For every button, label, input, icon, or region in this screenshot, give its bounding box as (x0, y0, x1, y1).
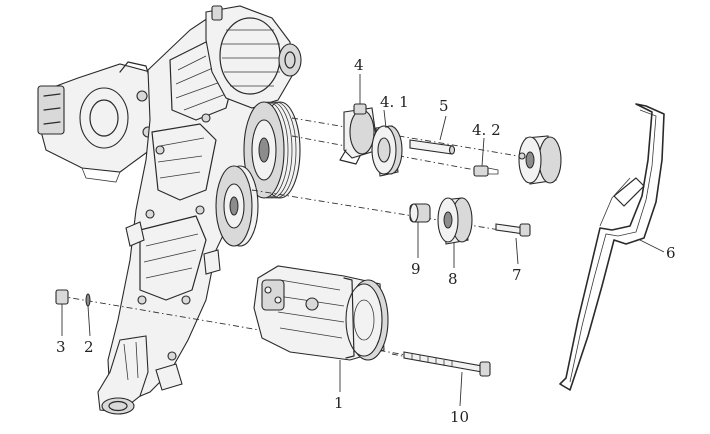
part-10-long-bolt (403, 351, 491, 377)
alternator (205, 5, 302, 109)
crankshaft-pulley (243, 101, 301, 199)
callout-9: 9 (411, 260, 421, 278)
timing-cover (107, 13, 269, 403)
part-5-shaft (409, 139, 456, 155)
part-2-washer (85, 293, 91, 307)
part-8-pulley (437, 197, 473, 245)
callout-4-2: 4. 2 (472, 121, 501, 139)
callout-8: 8 (448, 270, 458, 288)
block-idler-pulley (215, 165, 259, 247)
part-3-nut (55, 289, 69, 305)
callout-1: 1 (334, 394, 344, 412)
idler-pulley-upper (518, 135, 562, 185)
part-1-ac-compressor (253, 265, 389, 361)
leader-lines (61, 74, 665, 407)
part-4-2-bolt (473, 165, 499, 177)
callout-7: 7 (512, 266, 522, 284)
callout-4: 4 (354, 56, 364, 74)
part-9-spacer (409, 203, 431, 223)
callout-6: 6 (666, 244, 676, 262)
part-6-serpentine-belt (559, 103, 665, 391)
left-pump-housing (37, 61, 159, 183)
engine-block-assembly (37, 5, 302, 415)
callout-2: 2 (84, 338, 94, 356)
callout-5: 5 (439, 97, 449, 115)
part-4-1-tensioner-pulley (371, 125, 403, 177)
callout-3: 3 (56, 338, 66, 356)
part-7-bolt (495, 223, 531, 237)
callout-4-1: 4. 1 (380, 93, 409, 111)
callout-labels: 4 4. 1 5 4. 2 6 7 8 9 1 10 3 2 (56, 56, 676, 426)
part-4-tensioner (339, 103, 379, 165)
callout-10: 10 (450, 408, 469, 426)
coolant-outlet-pipe (97, 335, 149, 415)
